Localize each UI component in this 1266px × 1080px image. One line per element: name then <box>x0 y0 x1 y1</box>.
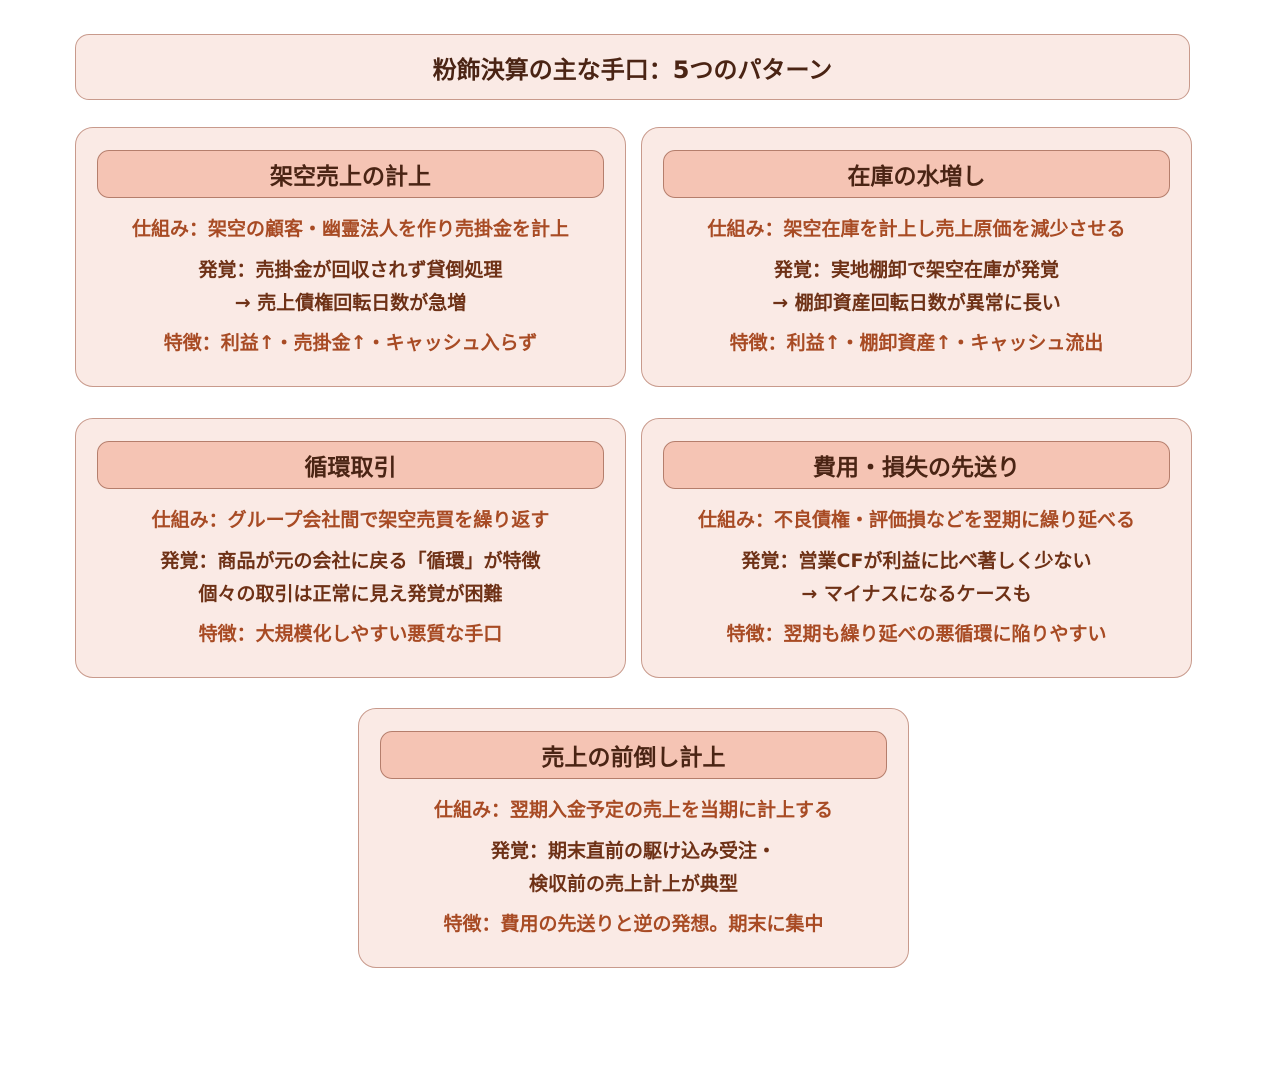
pattern-card-inventory-inflation: 在庫の水増し 仕組み：架空在庫を計上し売上原価を減少させる 発覚：実地棚卸で架空… <box>641 127 1192 387</box>
detection-line: 発覚：実地棚卸で架空在庫が発覚 <box>773 259 1059 281</box>
pattern-mechanism: 仕組み：架空の顧客・幽霊法人を作り売掛金を計上 <box>131 218 569 240</box>
diagram-title: 粉飾決算の主な手口：5つのパターン <box>75 34 1190 100</box>
pattern-mechanism: 仕組み：架空在庫を計上し売上原価を減少させる <box>707 218 1126 240</box>
pattern-card-circular-trading: 循環取引 仕組み：グループ会社間で架空売買を繰り返す 発覚：商品が元の会社に戻る… <box>75 418 626 678</box>
pattern-detection: 発覚：実地棚卸で架空在庫が発覚 → 棚卸資産回転日数が異常に長い <box>642 254 1191 320</box>
pattern-card-early-revenue-recognition: 売上の前倒し計上 仕組み：翌期入金予定の売上を当期に計上する 発覚：期末直前の駆… <box>358 708 909 968</box>
pattern-feature: 特徴：費用の先送りと逆の発想。期末に集中 <box>443 913 824 935</box>
pattern-mechanism: 仕組み：不良債権・評価損などを翌期に繰り延べる <box>697 509 1135 531</box>
detection-line: → 棚卸資産回転日数が異常に長い <box>772 292 1061 314</box>
pattern-mechanism: 仕組み：翌期入金予定の売上を当期に計上する <box>433 799 833 821</box>
diagram-title-text: 粉飾決算の主な手口：5つのパターン <box>432 55 833 84</box>
detection-line: 発覚：期末直前の駆け込み受注・ <box>490 840 776 862</box>
detection-line: 検収前の売上計上が典型 <box>528 873 738 895</box>
pattern-feature: 特徴：翌期も繰り延べの悪循環に陥りやすい <box>726 623 1107 645</box>
pattern-header: 費用・損失の先送り <box>663 441 1170 489</box>
detection-line: → マイナスになるケースも <box>801 583 1032 605</box>
pattern-card-expense-deferral: 費用・損失の先送り 仕組み：不良債権・評価損などを翌期に繰り延べる 発覚：営業C… <box>641 418 1192 678</box>
pattern-header: 架空売上の計上 <box>97 150 604 198</box>
pattern-title: 在庫の水増し <box>847 164 986 190</box>
pattern-detection: 発覚：売掛金が回収されず貸倒処理 → 売上債権回転日数が急増 <box>76 254 625 320</box>
detection-line: 発覚：商品が元の会社に戻る「循環」が特徴 <box>160 550 541 572</box>
pattern-title: 架空売上の計上 <box>270 164 431 190</box>
pattern-body: 仕組み：翌期入金予定の売上を当期に計上する 発覚：期末直前の駆け込み受注・ 検収… <box>359 793 908 941</box>
pattern-feature: 特徴：利益↑・棚卸資産↑・キャッシュ流出 <box>729 332 1104 354</box>
pattern-body: 仕組み：不良債権・評価損などを翌期に繰り延べる 発覚：営業CFが利益に比べ著しく… <box>642 503 1191 651</box>
pattern-title: 費用・損失の先送り <box>813 455 1020 481</box>
pattern-feature: 特徴：大規模化しやすい悪質な手口 <box>198 623 503 645</box>
pattern-header: 循環取引 <box>97 441 604 489</box>
pattern-detection: 発覚：商品が元の会社に戻る「循環」が特徴 個々の取引は正常に見え発覚が困難 <box>76 545 625 611</box>
detection-line: 発覚：売掛金が回収されず貸倒処理 <box>198 259 503 281</box>
pattern-card-fictitious-sales: 架空売上の計上 仕組み：架空の顧客・幽霊法人を作り売掛金を計上 発覚：売掛金が回… <box>75 127 626 387</box>
pattern-title: 売上の前倒し計上 <box>541 745 726 771</box>
pattern-title: 循環取引 <box>304 455 397 481</box>
detection-line: 個々の取引は正常に見え発覚が困難 <box>198 583 503 605</box>
pattern-mechanism: 仕組み：グループ会社間で架空売買を繰り返す <box>151 509 550 531</box>
pattern-body: 仕組み：グループ会社間で架空売買を繰り返す 発覚：商品が元の会社に戻る「循環」が… <box>76 503 625 651</box>
pattern-header: 売上の前倒し計上 <box>380 731 887 779</box>
pattern-body: 仕組み：架空在庫を計上し売上原価を減少させる 発覚：実地棚卸で架空在庫が発覚 →… <box>642 212 1191 360</box>
pattern-detection: 発覚：期末直前の駆け込み受注・ 検収前の売上計上が典型 <box>359 835 908 901</box>
detection-line: 発覚：営業CFが利益に比べ著しく少ない <box>741 550 1092 572</box>
detection-line: → 売上債権回転日数が急増 <box>234 292 467 314</box>
pattern-detection: 発覚：営業CFが利益に比べ著しく少ない → マイナスになるケースも <box>642 545 1191 611</box>
pattern-header: 在庫の水増し <box>663 150 1170 198</box>
pattern-feature: 特徴：利益↑・売掛金↑・キャッシュ入らず <box>163 332 538 354</box>
pattern-body: 仕組み：架空の顧客・幽霊法人を作り売掛金を計上 発覚：売掛金が回収されず貸倒処理… <box>76 212 625 360</box>
